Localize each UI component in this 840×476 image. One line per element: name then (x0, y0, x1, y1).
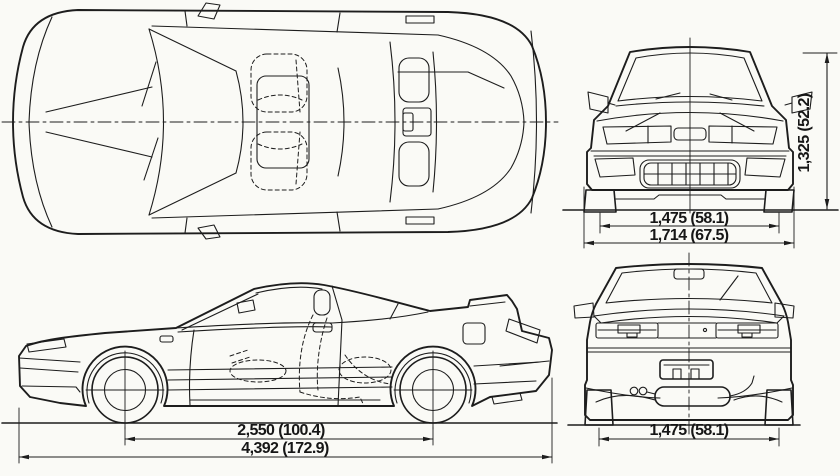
left-taillight (595, 322, 659, 339)
rear-spoiler (593, 308, 785, 317)
right-turn-signal (744, 157, 786, 178)
dimension-label-overall-height: 1,325 (52.2) (796, 93, 813, 173)
rear-window (605, 268, 773, 304)
front-view-body (583, 37, 813, 214)
front-grille (639, 159, 741, 189)
license-plate-bracket (659, 359, 714, 380)
door-handle (312, 322, 333, 333)
front-left-tire (583, 189, 617, 213)
muffler (654, 386, 731, 407)
mirror-side-view (236, 299, 256, 314)
left-mirror-front-view (587, 91, 609, 114)
headlight-side-view (26, 338, 67, 353)
top-view-seats-dashed (250, 53, 308, 191)
side-view-interior-dashed (229, 314, 392, 407)
front-right-tire (763, 189, 795, 213)
right-mirror-front-view (791, 91, 813, 114)
side-marker-lamp (159, 335, 174, 343)
side-view-body (18, 282, 553, 407)
rear-view-drawing (567, 252, 801, 447)
dimension-label-overall-length: 4,392 (172.9) (241, 440, 329, 457)
right-mirror-rear-view (774, 302, 795, 319)
left-headlight (602, 125, 672, 145)
dimension-label-front-overall-width: 1,714 (67.5) (649, 227, 729, 244)
left-turn-signal (594, 157, 636, 178)
side-view-wheels (85, 350, 473, 430)
dimension-label-wheelbase: 2,550 (100.4) (237, 422, 325, 439)
head-restraint (313, 289, 331, 316)
exhaust-tip-side-view (491, 392, 523, 405)
high-mount-stop-lamp (673, 268, 705, 280)
side-view-drawing (1, 282, 558, 464)
taillight-side-view (505, 318, 541, 344)
dimension-label-front-track-width: 1,475 (58.1) (649, 210, 729, 227)
side-view-dimension-lines (1, 377, 558, 464)
front-view-dimension-lines (562, 52, 839, 249)
right-mirror-top-view (197, 224, 221, 240)
dimension-label-rear-track-width: 1,475 (58.1) (649, 422, 729, 439)
rear-view-dimension-lines (567, 424, 801, 447)
sunroof (256, 75, 310, 169)
front-view-drawing (562, 37, 839, 249)
fuel-door (462, 322, 486, 345)
right-headlight (708, 125, 778, 145)
left-mirror-top-view (197, 2, 221, 20)
left-mirror-rear-view (573, 302, 595, 319)
top-view-body (12, 2, 547, 240)
top-view-drawing (1, 2, 559, 240)
rear-view-body (573, 252, 795, 439)
right-taillight (715, 322, 779, 339)
